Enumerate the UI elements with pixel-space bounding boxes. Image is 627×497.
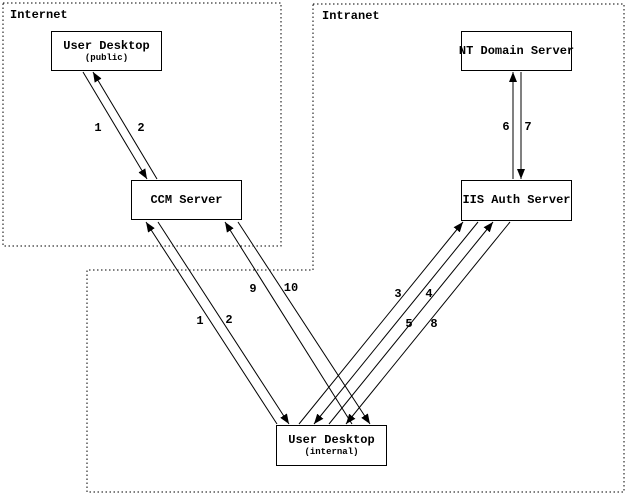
node-title: CCM Server xyxy=(150,192,223,207)
edge-step1-internal-desktop-to-ccm xyxy=(145,221,278,425)
internet-zone-border xyxy=(2,2,282,247)
node-iis-auth-server: IIS Auth Server xyxy=(461,180,572,221)
edge-label-step3: 3 xyxy=(394,287,401,301)
edge-step3-internal-desktop-to-iis xyxy=(298,221,464,425)
node-title: User Desktop xyxy=(63,38,150,53)
edge-step9-internal-desktop-to-ccm xyxy=(224,221,353,425)
node-user-desktop-internal: User Desktop (internal) xyxy=(276,425,387,466)
edge-label-step1-public: 1 xyxy=(94,121,101,135)
edge-label-step8: 8 xyxy=(430,317,437,331)
edge-label-step1-internal: 1 xyxy=(196,314,203,328)
edge-label-step7: 7 xyxy=(524,120,531,134)
edge-step1-public-desktop-to-ccm xyxy=(82,71,148,180)
edge-label-step10: 10 xyxy=(284,281,298,295)
edge-label-step6: 6 xyxy=(502,120,509,134)
node-title: NT Domain Server xyxy=(458,43,575,58)
edge-step10-ccm-to-internal-desktop xyxy=(237,221,371,425)
node-title: User Desktop xyxy=(288,433,375,447)
edge-step5-internal-desktop-to-iis xyxy=(328,221,494,425)
internet-zone-label: Internet xyxy=(10,8,68,22)
edge-label-step2-public: 2 xyxy=(137,121,144,135)
edge-label-step5: 5 xyxy=(405,317,412,331)
node-user-desktop-public: User Desktop (public) xyxy=(51,31,162,71)
intranet-zone-label: Intranet xyxy=(322,9,380,23)
node-nt-domain-server: NT Domain Server xyxy=(458,31,575,71)
edge-step2-ccm-to-public-desktop xyxy=(92,71,158,180)
edge-step2-ccm-to-internal-desktop xyxy=(157,221,290,425)
edge-step8-iis-to-internal-desktop xyxy=(345,221,511,425)
node-ccm-server: CCM Server xyxy=(131,180,242,220)
node-subtitle: (internal) xyxy=(304,447,359,457)
node-title: IIS Auth Server xyxy=(462,193,571,207)
node-subtitle: (public) xyxy=(84,52,129,63)
edge-label-step4: 4 xyxy=(425,287,432,301)
intranet-zone-border xyxy=(86,3,625,493)
edge-label-step9: 9 xyxy=(249,282,256,296)
edge-step4-iis-to-internal-desktop xyxy=(313,221,479,425)
edge-label-step2-internal: 2 xyxy=(225,313,232,327)
